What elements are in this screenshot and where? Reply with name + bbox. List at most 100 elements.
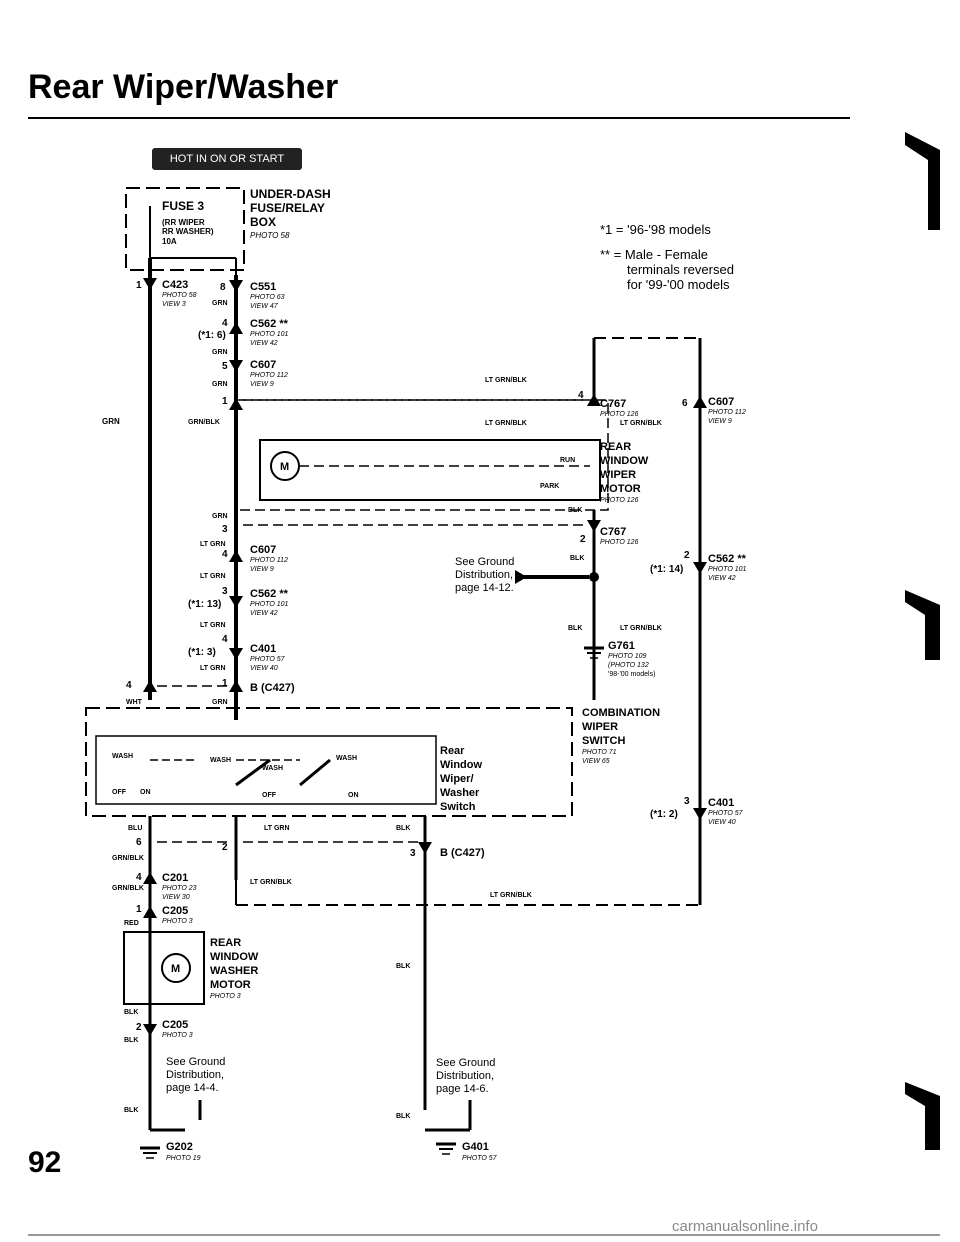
c551-view: VIEW 47 <box>250 303 279 310</box>
c767a-photo: PHOTO 126 <box>600 411 638 418</box>
connector-c401r-mark <box>693 808 707 820</box>
switch-inner-2: Window <box>440 759 482 771</box>
c401r-alt: (*1: 2) <box>650 809 678 820</box>
b427a-pin: 1 <box>222 678 228 689</box>
washer-motor-box <box>123 931 205 1005</box>
switch-inner-box <box>95 735 437 805</box>
ground-ref2-l2: Distribution, <box>436 1070 494 1082</box>
c607r-view: VIEW 9 <box>708 418 732 425</box>
fuse-box-name-1: UNDER-DASH <box>250 187 331 201</box>
wire-blk-3: BLK <box>568 625 582 632</box>
wire-blk-2: BLK <box>570 555 584 562</box>
c201-view: VIEW 30 <box>162 894 190 901</box>
wire-red: RED <box>124 920 139 927</box>
watermark: carmanualsonline.info <box>672 1218 818 1235</box>
wire-blk-1: BLK <box>568 507 582 514</box>
ground-ref2-l1: See Ground <box>436 1057 495 1069</box>
wiper-motor-l4: MOTOR <box>600 483 641 495</box>
g401-photo: PHOTO 57 <box>462 1155 498 1162</box>
c205a-pin: 1 <box>136 904 142 915</box>
connector-b427b-mark <box>418 842 432 854</box>
connector-c551-mark <box>229 280 243 292</box>
switch-wash-2: WASH <box>210 757 231 764</box>
c201-name: C201 <box>162 872 188 884</box>
switch-contact-2 <box>299 758 331 787</box>
c401a-name: C401 <box>250 643 276 655</box>
c562b-pin: 3 <box>222 586 228 597</box>
c401a-photo: PHOTO 57 <box>250 656 286 663</box>
pin-6: 6 <box>136 837 142 848</box>
c205b-pin: 2 <box>136 1022 142 1033</box>
washer-motor-symbol <box>161 953 191 983</box>
switch-name-3: SWITCH <box>582 735 625 747</box>
connector-c205b-mark <box>143 1024 157 1036</box>
c205a-name: C205 <box>162 905 188 917</box>
ground-ref1-l3: page 14-12. <box>455 582 514 594</box>
wire-ltgrn-3: LT GRN <box>200 622 226 629</box>
fuse-box-name-2: FUSE/RELAY <box>250 201 325 215</box>
wire-grnblk-2: GRN/BLK <box>112 855 144 862</box>
edge-mark-1 <box>905 132 940 230</box>
c767b-photo: PHOTO 126 <box>600 539 638 546</box>
ground-ref3-l1: See Ground <box>166 1056 225 1068</box>
wiper-region <box>235 399 609 511</box>
connector-c201-mark <box>143 872 157 884</box>
switch-contact <box>235 758 271 787</box>
connector-c562b-mark <box>229 596 243 608</box>
connector-c767a-mark <box>587 394 601 406</box>
switch-inner-3: Wiper/ <box>440 773 474 785</box>
wire-blk-9: BLK <box>396 1113 410 1120</box>
page-title: Rear Wiper/Washer <box>28 68 339 106</box>
hot-in-on-badge: HOT IN ON OR START <box>152 148 302 170</box>
c401r-name: C401 <box>708 797 734 809</box>
splice-point <box>589 572 599 582</box>
note-99-00: for '99-'00 models <box>627 277 730 292</box>
washer-motor-l1: REAR <box>210 937 241 949</box>
c401r-view: VIEW 40 <box>708 819 736 826</box>
connector-c423-mark <box>143 278 157 290</box>
switch-inner-5: Switch <box>440 801 476 813</box>
b427b-name: B (C427) <box>440 847 485 859</box>
wire-blk-7: BLK <box>124 1037 138 1044</box>
switch-off-2: OFF <box>262 792 277 799</box>
wire-wht: WHT <box>126 699 143 706</box>
wire-ltgrn-4: LT GRN <box>200 665 226 672</box>
ground-ref3-l2: Distribution, <box>166 1069 224 1081</box>
switch-wash-3: WASH <box>262 765 283 772</box>
c205b-name: C205 <box>162 1019 188 1031</box>
c551-name: C551 <box>250 281 276 293</box>
wiper-motor-box <box>259 439 601 501</box>
wire-ltgrnblk-3: LT GRN/BLK <box>620 420 662 427</box>
switch-photo: PHOTO 71 <box>582 749 617 756</box>
c607b-view: VIEW 9 <box>250 566 274 573</box>
b427a-name: B (C427) <box>250 682 295 694</box>
pin-4-left: 4 <box>126 680 132 691</box>
wire-blk-6: BLK <box>124 1009 138 1016</box>
connector-c562r-mark <box>693 562 707 574</box>
wire-grn-blk-1: GRN/BLK <box>188 419 220 426</box>
ground-ref2-l3: page 14-6. <box>436 1083 489 1095</box>
washer-motor-l3: WASHER <box>210 965 258 977</box>
c607a-pin: 5 <box>222 361 228 372</box>
c423-pin: 1 <box>136 280 142 291</box>
fuse-desc-1: (RR WIPER <box>162 218 205 227</box>
wire-label-grn: GRN <box>102 417 120 426</box>
title-rule <box>28 117 850 119</box>
c607r-photo: PHOTO 112 <box>708 409 746 416</box>
wire-ltgrnblk-6: LT GRN/BLK <box>490 892 532 899</box>
wire-ltgrnblk-2: LT GRN/BLK <box>485 420 527 427</box>
c562a-view: VIEW 42 <box>250 340 278 347</box>
wiper-motor-photo: PHOTO 126 <box>600 497 638 504</box>
washer-motor-photo: PHOTO 3 <box>210 993 241 1000</box>
c562r-alt: (*1: 14) <box>650 564 683 575</box>
wire-ltgrn-1: LT GRN <box>200 541 226 548</box>
connector-b427a-mark <box>229 680 243 692</box>
g761-name: G761 <box>608 640 635 652</box>
c562b-alt: (*1: 13) <box>188 599 221 610</box>
connector-c767b-mark <box>587 520 601 532</box>
wiper-motor-l1: REAR <box>600 441 631 453</box>
washer-motor-l2: WINDOW <box>210 951 259 963</box>
wire-blk-5: BLK <box>396 963 410 970</box>
g202-photo: PHOTO 19 <box>166 1155 201 1162</box>
wire-grn-4: GRN <box>212 513 228 520</box>
